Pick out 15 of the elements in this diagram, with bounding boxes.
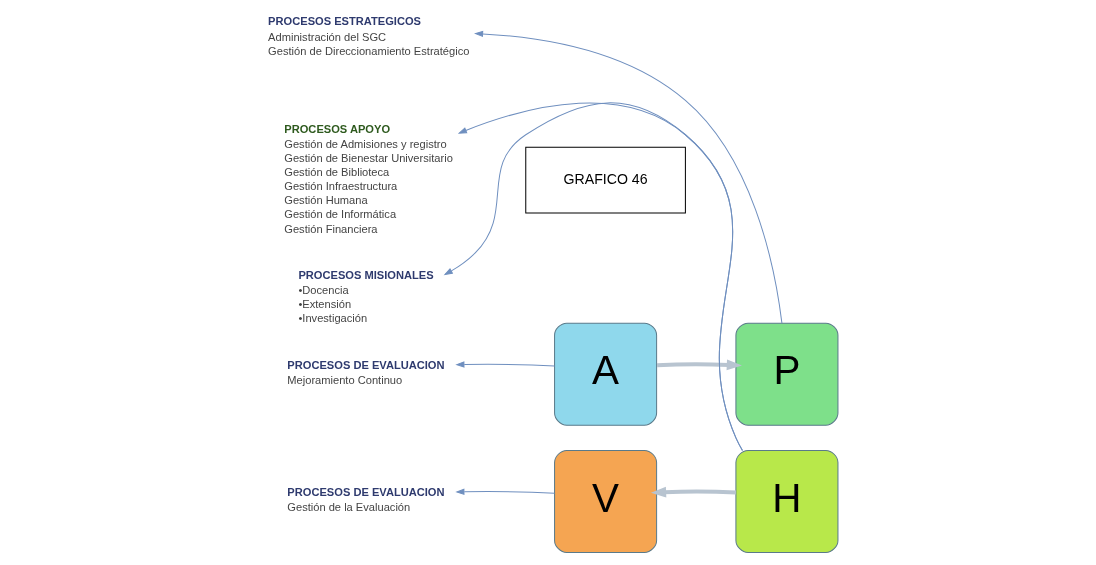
node-box: H [734, 449, 838, 553]
node-text: PROCESOS ESTRATEGICOS Administración del SGC Gestión de Direccionamiento Estratégico [267, 15, 469, 57]
node-text: PROCESOS MISIONALES •Docencia •Extensión •Investigación [297, 269, 434, 325]
node-box: P [734, 322, 838, 426]
node-text: PROCESOS APOYO Gestión de Admisiones y registro Gestión de Bienestar Universitario Gestión de Biblioteca Gestión Infraestructura Gestión Humana Gestión de Informática Gestión Financiera [283, 122, 453, 235]
node-text: PROCESOS DE EVALUACION Mejoramiento Continuo [286, 358, 445, 387]
arrow [473, 30, 782, 324]
arrow [656, 359, 742, 371]
node-box: A [553, 322, 657, 426]
arrow [454, 361, 555, 368]
node-text: PROCESOS DE EVALUACION Gestión de la Evaluación [286, 486, 445, 514]
arrow [650, 486, 736, 498]
node-box: V [553, 449, 657, 553]
node-box: GRAFICO 46 [524, 146, 686, 214]
arrow [454, 488, 555, 495]
